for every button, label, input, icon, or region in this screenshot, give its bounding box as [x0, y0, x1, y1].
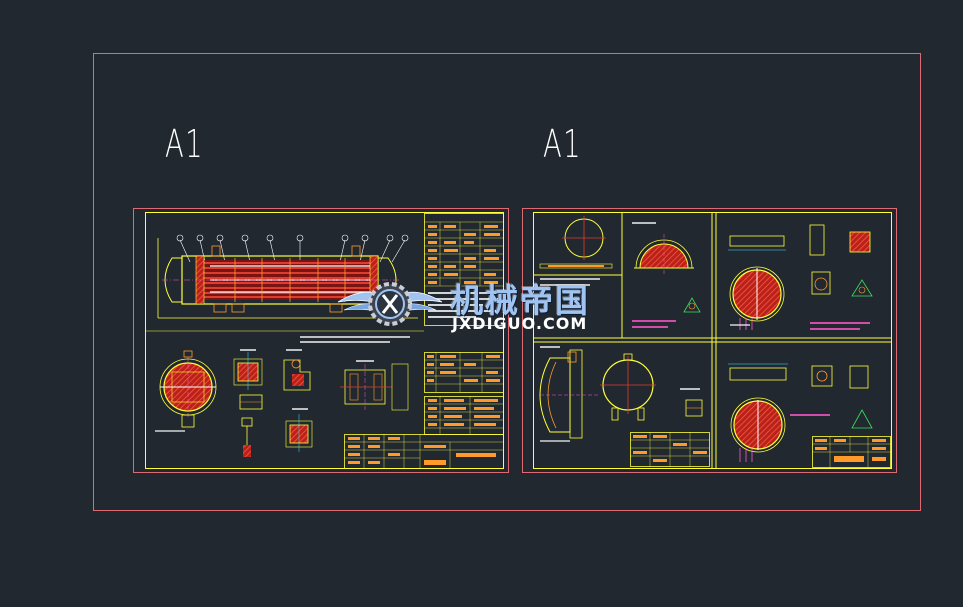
left-technical-requirements-table — [424, 213, 504, 326]
left-bill-of-materials — [424, 352, 504, 435]
watermark-logo: 机械帝国 JXDIGUO.COM — [334, 272, 630, 336]
right-tubesheet-half-view — [632, 222, 701, 328]
right-support-plate-view — [728, 363, 873, 462]
heat-exchanger-main-view — [157, 234, 418, 319]
right-elliptical-head-view — [539, 346, 600, 442]
logo-text-domain: JXDIGUO.COM — [452, 314, 588, 333]
left-drawing-sheet[interactable] — [133, 208, 509, 473]
right-shell-ring-view — [600, 353, 703, 421]
outer-layout-frame — [93, 53, 921, 511]
left-tubesheet-section-view — [155, 350, 217, 432]
sheet-size-label-left: A1 — [165, 122, 205, 166]
left-detail-views — [233, 349, 409, 457]
right-sheet-border-outer — [522, 208, 897, 473]
right-bottom-tables — [630, 432, 710, 467]
sheet-size-label-right: A1 — [543, 122, 583, 166]
left-sheet-border-inner — [145, 212, 504, 469]
right-flange-ring-view — [539, 216, 613, 286]
right-drawing-sheet[interactable] — [522, 208, 897, 473]
right-baffle-plate-view — [728, 224, 873, 330]
right-title-block — [812, 436, 891, 468]
left-sheet-border-outer — [133, 208, 509, 473]
logo-text-chinese: 机械帝国 — [450, 281, 590, 320]
winged-gear-emblem-icon — [337, 282, 443, 326]
left-title-block — [344, 434, 504, 469]
